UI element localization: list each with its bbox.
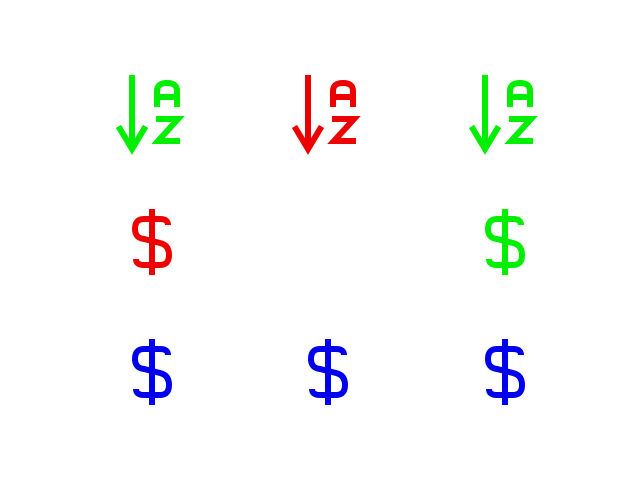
- dollar-icon-glyph: [484, 339, 526, 405]
- dollar-icon-glyph: [307, 339, 349, 405]
- sort-alpha-down-icon-glyph: [115, 75, 185, 155]
- dollar-icon-glyph: [484, 209, 526, 275]
- dollar-icon: [92, 317, 212, 427]
- sort-alpha-down-icon-glyph: [291, 75, 361, 155]
- dollar-icon-glyph: [131, 209, 173, 275]
- sort-alpha-down-icon-glyph: [468, 75, 538, 155]
- sort-alpha-down-icon: [445, 57, 565, 167]
- empty-cell: [268, 187, 388, 297]
- dollar-icon-glyph: [131, 339, 173, 405]
- dollar-icon: [445, 317, 565, 427]
- sort-alpha-down-icon: [268, 57, 388, 167]
- dollar-icon: [445, 187, 565, 297]
- sort-alpha-down-icon: [92, 57, 212, 167]
- dollar-icon: [268, 317, 388, 427]
- dollar-icon: [92, 187, 212, 297]
